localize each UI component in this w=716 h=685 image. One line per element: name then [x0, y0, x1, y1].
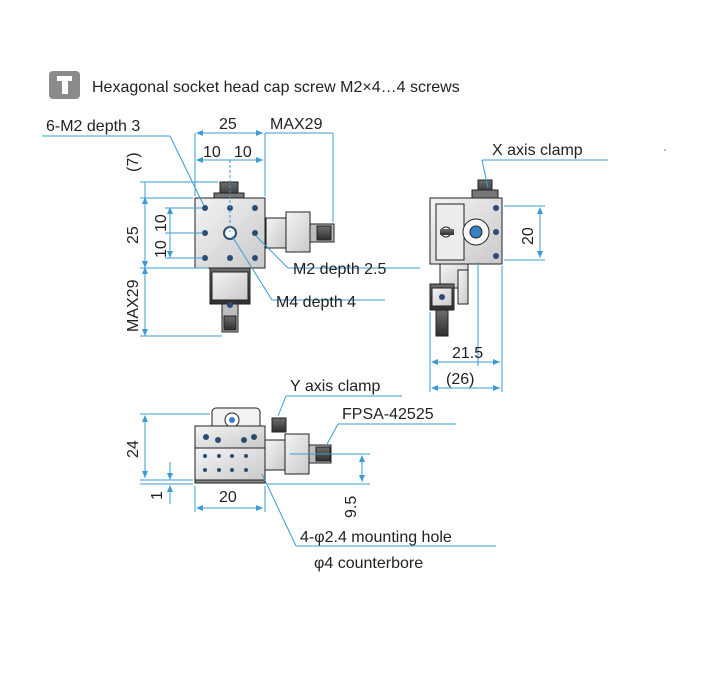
dim-max29-vertical: MAX29	[125, 279, 142, 332]
dim-21-5: 21.5	[452, 345, 483, 362]
front-lower-block	[194, 447, 266, 481]
callout-m4-depth4: M4 depth 4	[276, 294, 356, 311]
dim-top-max: MAX29	[270, 116, 323, 133]
dim-x-clamp-20: 20	[520, 227, 537, 245]
callout-micrometer: FPSA-42525	[342, 406, 434, 423]
dim-half-v-top: 10	[153, 214, 170, 232]
callout-m2-depth3: 6-M2 depth 3	[46, 118, 140, 135]
dim-height-24: 24	[125, 440, 142, 458]
dim-height-25: 25	[125, 226, 142, 244]
front-view: 24 1 20 9.5 Y axis clamp FPSA-42525 4-φ2…	[125, 378, 496, 572]
dim-half-left: 10	[203, 144, 221, 161]
header: Hexagonal socket head cap screw M2×4…4 s…	[49, 71, 460, 99]
callout-counterbore: φ4 counterbore	[314, 555, 423, 572]
callout-x-axis-clamp: X axis clamp	[492, 142, 583, 159]
side-view: 20 21.5 (26) X axis clamp	[429, 142, 666, 392]
callout-y-axis-clamp: Y axis clamp	[290, 378, 381, 395]
side-view-dimensions	[429, 205, 545, 392]
dim-26: (26)	[446, 371, 474, 388]
hex-key-icon	[49, 71, 80, 99]
callout-mounting-hole: 4-φ2.4 mounting hole	[300, 529, 452, 546]
dim-seven: (7)	[125, 152, 142, 172]
dim-half-right: 10	[234, 144, 252, 161]
dim-bottom-20: 20	[219, 489, 237, 506]
y-clamp-knob	[271, 417, 287, 433]
dim-half-v-bottom: 10	[153, 240, 170, 258]
dim-1: 1	[149, 491, 166, 500]
front-view-dimensions	[140, 413, 370, 512]
callout-m2-depth2-5: M2 depth 2.5	[293, 261, 387, 278]
top-view-dimensions	[140, 130, 334, 337]
dim-top-width: 25	[219, 116, 237, 133]
m4-center-hole	[223, 226, 237, 240]
dim-9-5: 9.5	[343, 496, 360, 518]
top-view: 25 MAX29 10 10 (7) 25 10 10 MAX29 6-M2 d…	[42, 116, 420, 337]
x-micrometer-body	[285, 211, 311, 253]
header-text: Hexagonal socket head cap screw M2×4…4 s…	[92, 79, 460, 96]
